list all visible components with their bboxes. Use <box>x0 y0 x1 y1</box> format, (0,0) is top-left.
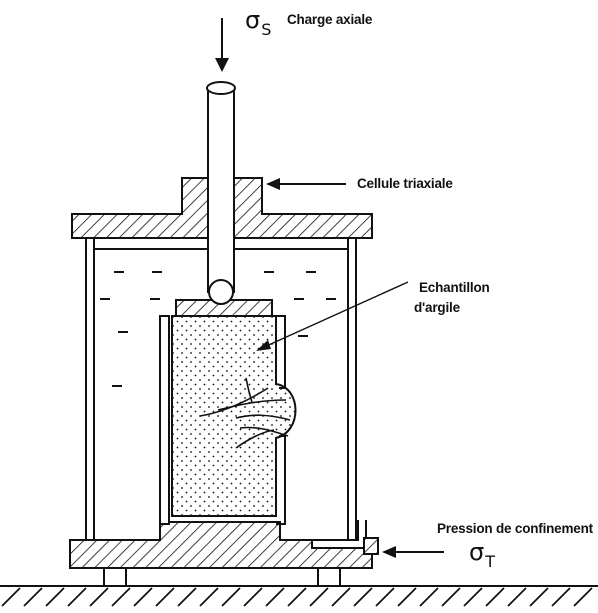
charge-axiale-label: Charge axiale <box>287 12 373 27</box>
right-cell-wall <box>347 233 357 541</box>
failure-lines <box>199 377 291 449</box>
axial-load-arrow <box>215 18 229 72</box>
confining-fluid <box>94 248 348 387</box>
sigma-t-label: σT <box>469 538 495 571</box>
echantillon-label-line2: d'argile <box>414 300 460 315</box>
base-plate <box>69 521 373 569</box>
sigma-s-label: σS <box>245 6 271 39</box>
echantillon-label-line1: Echantillon <box>419 280 490 295</box>
sigma-t-subscript: T <box>485 552 495 571</box>
cellule-triaxiale-label: Cellule triaxiale <box>357 176 453 191</box>
clay-specimen <box>171 315 297 517</box>
pressure-pipe <box>311 520 379 555</box>
sigma-s-symbol: σ <box>245 6 261 34</box>
left-cell-wall <box>85 233 95 541</box>
pression-confinement-label: Pression de confinement <box>437 521 593 536</box>
piston-rod <box>206 81 236 305</box>
cell-label-arrow <box>266 178 346 190</box>
ground <box>0 585 598 607</box>
confining-pressure-arrow <box>382 546 444 558</box>
sigma-s-subscript: S <box>261 20 272 39</box>
specimen-pointer <box>256 281 409 351</box>
left-membrane <box>159 315 170 525</box>
sigma-t-symbol: σ <box>469 538 485 566</box>
right-membrane <box>276 315 286 525</box>
